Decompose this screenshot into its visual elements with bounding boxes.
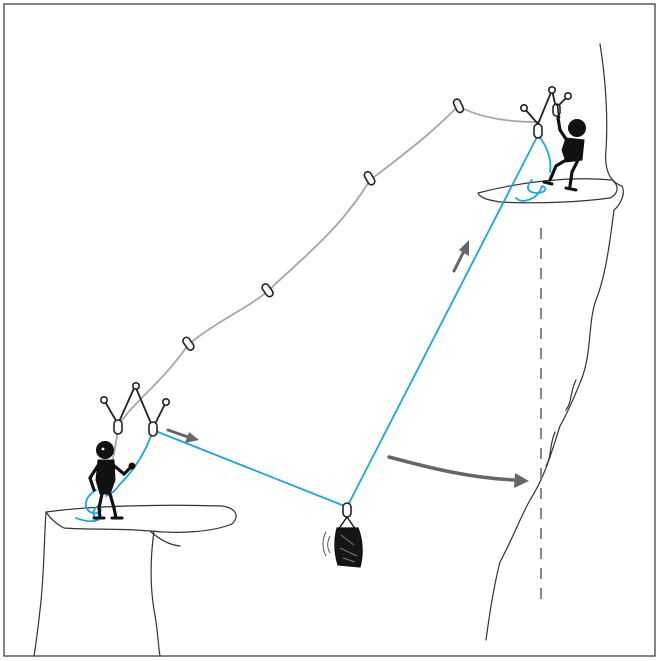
lower-bolt-2 xyxy=(133,383,139,389)
lower-bolt-1 xyxy=(101,397,107,403)
lower-climber-left-leg xyxy=(99,494,102,518)
lower-climber-head xyxy=(97,442,114,459)
upper-climber-arm xyxy=(558,118,568,142)
upper-anchor xyxy=(521,87,571,138)
haul-bag-biner xyxy=(343,503,351,517)
haul-bag-body xyxy=(335,528,362,567)
lead-rope-with-protection xyxy=(118,106,538,426)
upper-anchor-slings xyxy=(524,90,568,124)
upper-climber-right-leg xyxy=(570,160,578,186)
rock-crack-2 xyxy=(546,432,555,466)
upper-haul-biner xyxy=(534,124,542,138)
haul-bag xyxy=(323,503,362,567)
lower-climber-belay-device xyxy=(129,463,135,469)
protection-points xyxy=(182,98,465,351)
right-rock-face xyxy=(486,44,623,640)
upper-climber xyxy=(544,104,586,190)
frame-border xyxy=(4,4,655,656)
quickdraw-1 xyxy=(182,336,196,351)
quickdraw-4 xyxy=(452,98,464,114)
lower-climber-eye xyxy=(102,448,105,451)
upper-bolt-1 xyxy=(521,105,527,111)
lower-anchor xyxy=(101,383,169,436)
haul-direction-arrow xyxy=(454,240,469,271)
upper-bolt-3 xyxy=(565,93,571,99)
left-rock-face-inner xyxy=(151,531,160,656)
upper-climber-torso xyxy=(562,138,584,162)
haul-line xyxy=(153,135,538,507)
lower-bolt-3 xyxy=(163,399,169,405)
lower-anchor-slings xyxy=(104,386,166,428)
left-rock-face xyxy=(34,512,46,656)
haul-bag-wobble-marks xyxy=(323,532,330,556)
lower-haul-biner xyxy=(149,422,157,436)
upper-climber-left-leg xyxy=(550,160,566,180)
bag-swing-arrow xyxy=(389,457,529,488)
upper-climber-head xyxy=(569,120,586,137)
release-direction-arrow xyxy=(168,430,199,443)
upper-bolt-2 xyxy=(549,87,555,93)
upper-tie-in-strand xyxy=(538,135,550,172)
left-rock-notch xyxy=(150,531,180,546)
lower-belay-ledge xyxy=(46,505,236,532)
lower-master-biner xyxy=(114,420,122,434)
quickdraw-3 xyxy=(363,170,376,186)
